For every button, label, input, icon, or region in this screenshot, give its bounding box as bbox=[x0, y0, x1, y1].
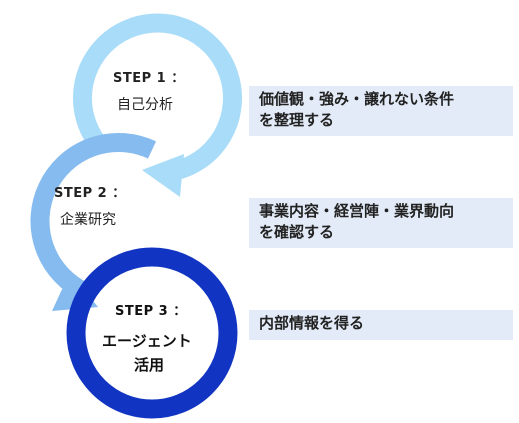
step-1-description-line-1: 価値観・強み・譲れない条件 bbox=[259, 90, 455, 108]
step-1-name: 自己分析 bbox=[117, 97, 173, 113]
step-1-description-box: 価値観・強み・譲れない条件 を整理する bbox=[249, 86, 513, 136]
step-1-ring bbox=[72, 13, 242, 197]
step-2-title: STEP 2 ： bbox=[54, 186, 126, 201]
step-2-name: 企業研究 bbox=[60, 211, 116, 228]
step-1-description-line-2: を整理する bbox=[259, 111, 335, 129]
step-3-description-line-1: 内部情報を得る bbox=[259, 314, 365, 332]
step-3-name-line-1: エージェント bbox=[102, 332, 192, 350]
step-1-title: STEP 1 ： bbox=[113, 71, 185, 86]
step-3-name-line-2: 活用 bbox=[134, 356, 164, 374]
step-3-title: STEP 3 ： bbox=[115, 304, 187, 319]
step-3-description-box: 内部情報を得る bbox=[249, 310, 513, 340]
step-2-description-line-1: 事業内容・経営陣・業界動向 bbox=[259, 202, 455, 220]
step-1-arrowhead bbox=[142, 154, 184, 197]
step-3-ring bbox=[66, 247, 238, 419]
step-2-description-line-2: を確認する bbox=[259, 223, 335, 241]
step-2-description-box: 事業内容・経営陣・業界動向 を確認する bbox=[249, 198, 513, 248]
